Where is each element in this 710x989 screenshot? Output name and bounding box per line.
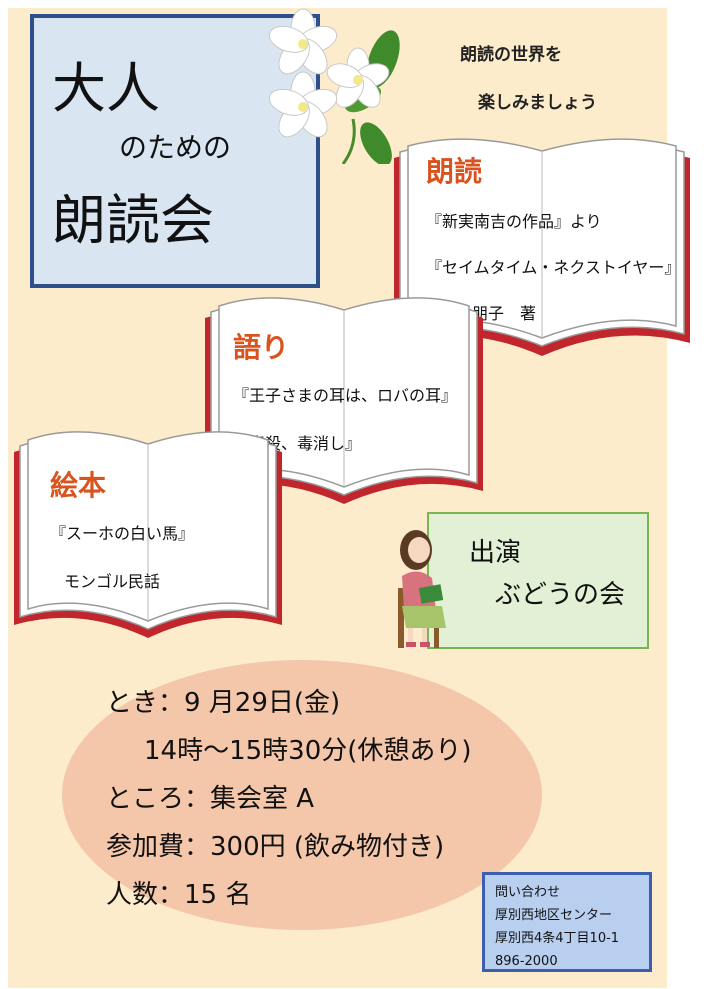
contact-label: 問い合わせ xyxy=(495,885,561,900)
jasmine-flower-illustration xyxy=(268,8,400,164)
event-place: ところ：集会室 A xyxy=(106,784,315,814)
tagline-line-1: 朗読の世界を xyxy=(460,45,562,65)
performer-label: 出演 xyxy=(469,538,522,568)
book-picture-book: 絵本 『スーホの白い馬』 モンゴル民話 xyxy=(12,430,284,645)
performer-box: 出演 ぶどうの会 xyxy=(427,512,649,649)
contact-box: 問い合わせ 厚別西地区センター 厚別西4条4丁目10-1 896-2000 xyxy=(482,872,652,972)
event-fee: 参加費：300円 (飲み物付き) xyxy=(106,832,445,862)
reading-woman-illustration xyxy=(398,530,446,648)
title-box: 大人 のための 朗読会 xyxy=(30,14,320,288)
book-picture-book-line-1: 『スーホの白い馬』 xyxy=(50,524,195,543)
performer-name: ぶどうの会 xyxy=(495,580,626,610)
book-storytelling-heading: 語り xyxy=(233,331,290,364)
contact-org: 厚別西地区センター xyxy=(495,908,613,923)
book-picture-book-line-2: モンゴル民話 xyxy=(64,572,161,591)
event-date: とき：9 月29日(金) xyxy=(106,688,341,718)
event-time: 14時～15時30分(休憩あり) xyxy=(144,736,472,766)
book-storytelling-line-1: 『王子さまの耳は、ロバの耳』 xyxy=(233,386,458,405)
tagline-line-2: 楽しみましょう xyxy=(478,93,597,113)
event-capacity: 人数：15 名 xyxy=(106,880,252,910)
contact-address: 厚別西4条4丁目10-1 xyxy=(495,931,620,946)
book-reading-heading: 朗読 xyxy=(426,155,483,188)
contact-phone: 896-2000 xyxy=(495,954,558,969)
book-reading-line-2: 『セイムタイム・ネクストイヤー』 xyxy=(426,258,681,277)
event-info-ellipse xyxy=(62,660,542,930)
book-reading: 朗読 『新実南吉の作品』より 『セイムタイム・ネクストイヤー』 加納朋子 著 xyxy=(392,138,692,363)
open-book-icon xyxy=(14,431,282,638)
open-book-icon xyxy=(394,138,690,356)
title-line-2: のための xyxy=(119,131,232,164)
title-line-3: 朗読会 xyxy=(52,189,214,252)
book-reading-line-1: 『新実南吉の作品』より xyxy=(426,212,602,231)
title-line-1: 大人 xyxy=(52,57,160,120)
book-picture-book-heading: 絵本 xyxy=(50,469,107,502)
